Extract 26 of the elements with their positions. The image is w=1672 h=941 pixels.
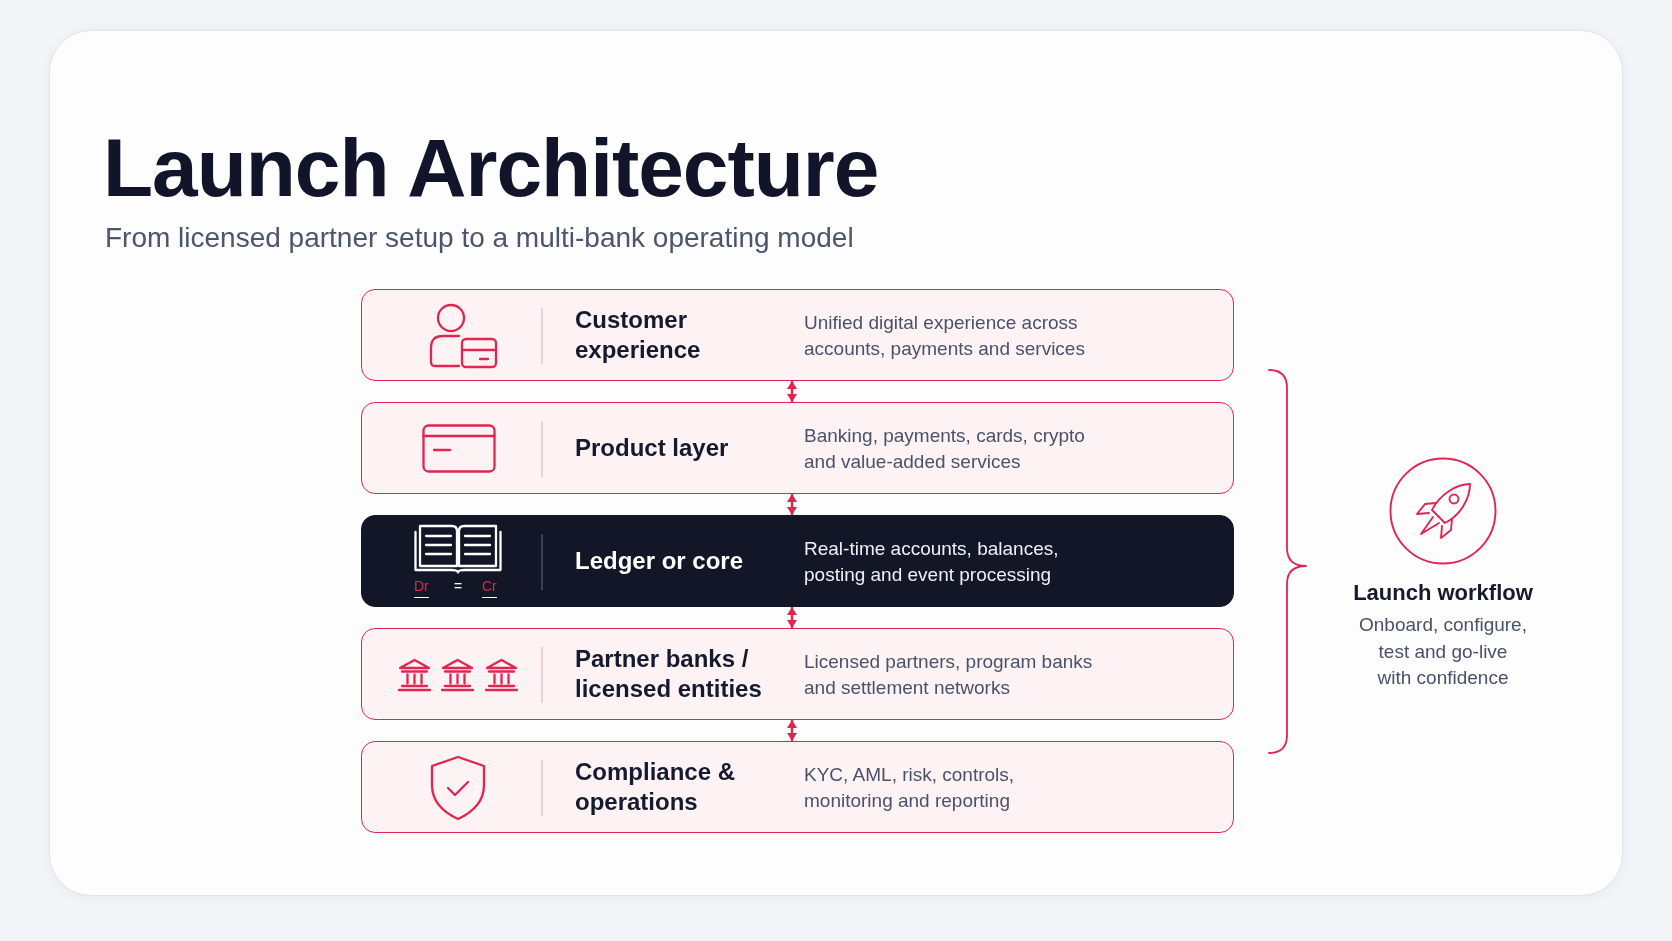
layer-title: Product layer [575,433,729,463]
layer-title: Compliance & operations [575,757,737,817]
layer-description: Real-time accounts, balances, posting and event processing [804,536,1060,587]
layer-title: Customer experience [575,305,702,365]
page-title: Launch Architecture [103,127,879,209]
double-arrow [787,494,797,515]
subtitle: From licensed partner setup to a multi-bank operating model [105,221,854,255]
double-arrow [787,381,797,402]
layer-card [361,402,1234,494]
layer-card [361,741,1234,833]
layer-description: KYC, AML, risk, controls, monitoring and reporting [804,762,1016,813]
layer-card [361,289,1234,381]
icon-caption: = [454,578,463,594]
icon-caption: Cr [482,578,497,598]
workflow-description: Onboard, configure, test and go-live with confidence [1358,613,1528,690]
layer-card [361,628,1234,720]
layer-card [361,515,1234,607]
double-arrow [787,607,797,628]
layer-description: Banking, payments, cards, crypto and value-added services [804,423,1086,473]
layer-title: Ledger or core [575,546,744,576]
icon-caption: Dr [414,578,429,598]
layer-description: Unified digital experience across accounts, payments and services [804,310,1086,361]
layer-description: Licensed partners, program banks and settlement networks [804,649,1094,699]
workflow-title: Launch workflow [1353,579,1533,607]
layer-title: Partner banks / licensed entities [575,644,763,704]
double-arrow [787,720,797,741]
